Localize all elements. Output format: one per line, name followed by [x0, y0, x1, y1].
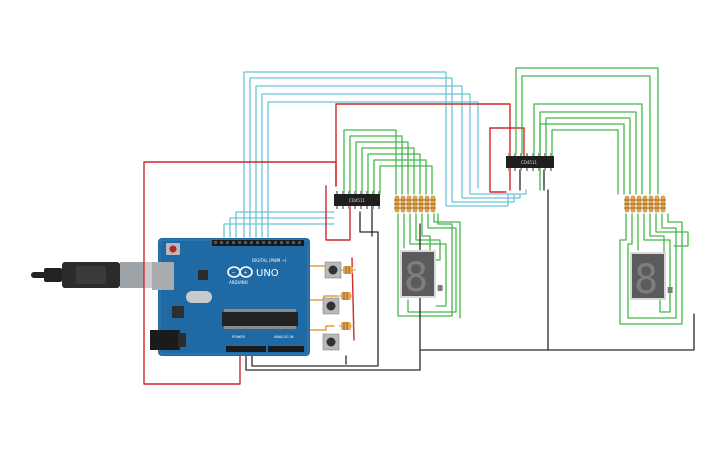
- crystal-oscillator: [186, 291, 212, 303]
- button-resistor-2[interactable]: [339, 292, 354, 300]
- decoder-chip-right[interactable]: CD4511: [506, 153, 554, 171]
- power-header[interactable]: [226, 346, 266, 352]
- svg-text:+: +: [244, 270, 248, 276]
- green-wires-right: [515, 67, 689, 325]
- reset-button-cap[interactable]: [169, 245, 177, 253]
- decoder-chip-right-label: CD4511: [521, 160, 538, 165]
- usb-jack: [152, 262, 174, 290]
- voltage-regulator: [172, 306, 184, 318]
- seven-segment-left[interactable]: 8.: [400, 250, 452, 301]
- seven-segment-left-digit: 8.: [404, 255, 452, 301]
- analog-header-label: ANALOG IN: [274, 335, 294, 339]
- push-button-3[interactable]: [322, 333, 340, 351]
- seven-segment-right-digit: 8.: [634, 257, 682, 303]
- arduino-board[interactable]: DIGITAL (PWM ~) − + UNO ARDUINO POWER AN…: [150, 238, 310, 356]
- push-button-2[interactable]: [322, 297, 340, 315]
- button-resistor-1[interactable]: [341, 266, 356, 274]
- push-button-1[interactable]: [324, 261, 342, 279]
- power-jack[interactable]: [150, 330, 180, 350]
- board-brand: UNO: [256, 268, 279, 279]
- arduino-logo: − +: [227, 266, 253, 278]
- decoder-chip-left-label: CD4511: [349, 198, 366, 203]
- atmega-chip: [222, 309, 298, 329]
- button-resistor-3[interactable]: [339, 322, 354, 330]
- digital-header-label: DIGITAL (PWM ~): [252, 258, 287, 263]
- board-maker: ARDUINO: [229, 280, 248, 285]
- resistor-array-left[interactable]: [394, 195, 436, 213]
- resistor-array-right[interactable]: [624, 195, 666, 213]
- seven-segment-right[interactable]: 8.: [630, 252, 682, 303]
- power-header-label: POWER: [232, 335, 246, 339]
- analog-header[interactable]: [268, 346, 304, 352]
- svg-text:−: −: [232, 270, 236, 276]
- decoder-chip-left[interactable]: CD4511: [334, 191, 380, 209]
- green-wires-left: [343, 129, 461, 319]
- blue-wires: [223, 71, 527, 238]
- digital-header[interactable]: [212, 240, 304, 246]
- usb-controller-chip: [198, 270, 208, 280]
